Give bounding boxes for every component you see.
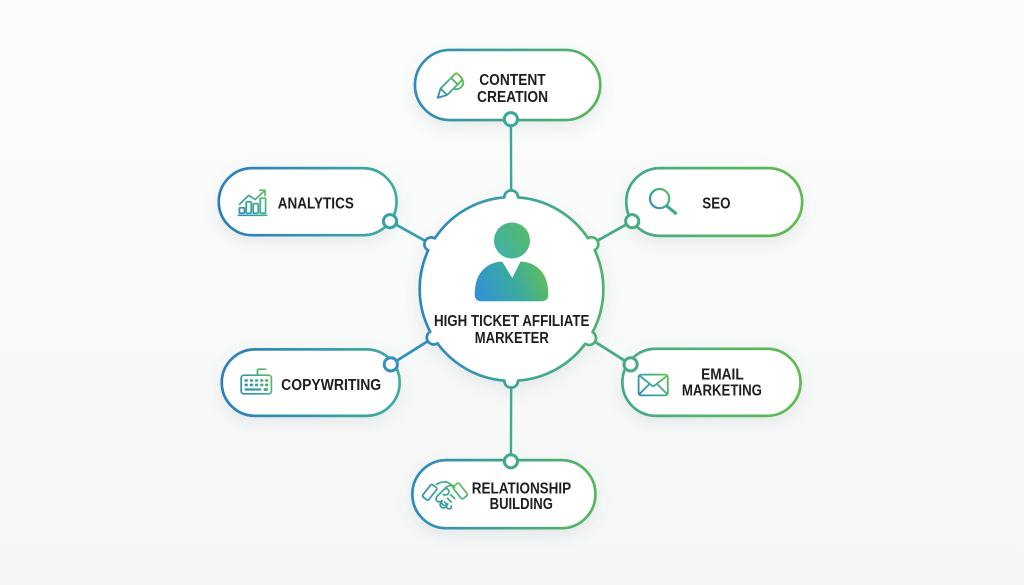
svg-text:BUILDING: BUILDING <box>490 496 553 514</box>
svg-text:RELATIONSHIP: RELATIONSHIP <box>472 481 572 498</box>
svg-text:CREATION: CREATION <box>477 88 548 106</box>
svg-text:EMAIL: EMAIL <box>701 367 744 384</box>
svg-text:HIGH TICKET AFFILIATE: HIGH TICKET AFFILIATE <box>434 313 590 330</box>
svg-text:ANALYTICS: ANALYTICS <box>278 195 354 212</box>
svg-text:CONTENT: CONTENT <box>479 71 545 89</box>
svg-text:COPYWRITING: COPYWRITING <box>281 376 381 394</box>
svg-text:SEO: SEO <box>702 195 730 212</box>
svg-text:MARKETER: MARKETER <box>475 330 549 348</box>
svg-text:MARKETING: MARKETING <box>682 383 762 400</box>
